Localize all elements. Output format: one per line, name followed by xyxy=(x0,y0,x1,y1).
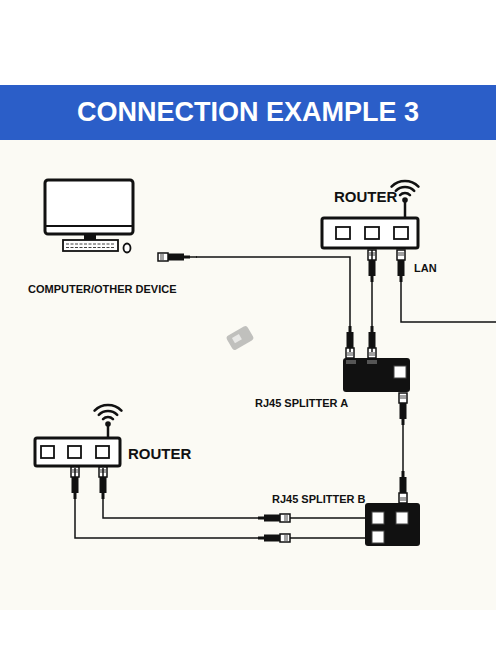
network-cable xyxy=(75,468,268,538)
network-cable xyxy=(402,408,404,486)
network-cable xyxy=(196,257,350,352)
wifi-symbol xyxy=(95,181,419,427)
device-label: RJ45 SPLITTER A xyxy=(255,397,348,409)
device-label: RJ45 SPLITTER B xyxy=(272,493,366,505)
splitter-node: RJ45 SPLITTER A xyxy=(250,352,412,408)
splitter-a-body xyxy=(343,358,410,392)
computer-icon xyxy=(45,180,133,253)
router-node: ROUTER xyxy=(30,385,195,468)
wifi-symbol xyxy=(95,405,122,427)
title: CONNECTION EXAMPLE 3 xyxy=(77,97,419,128)
network-cable xyxy=(103,468,268,518)
splitter-b-body xyxy=(365,503,420,546)
router-label: ROUTER xyxy=(128,445,191,462)
router-icon xyxy=(322,198,418,248)
header-bar: CONNECTION EXAMPLE 3 xyxy=(0,85,496,140)
router-node: ROUTER xyxy=(318,158,423,250)
watermark-icon xyxy=(226,325,255,351)
splitter-node: RJ45 SPLITTER B xyxy=(268,486,423,548)
router-label: ROUTER xyxy=(334,188,397,205)
device-node: COMPUTER/OTHER DEVICE xyxy=(26,175,196,297)
router-icon xyxy=(35,422,120,466)
device-label: COMPUTER/OTHER DEVICE xyxy=(28,283,177,295)
port-label: LAN xyxy=(414,262,437,274)
network-cable xyxy=(371,250,373,352)
cable xyxy=(188,257,496,538)
